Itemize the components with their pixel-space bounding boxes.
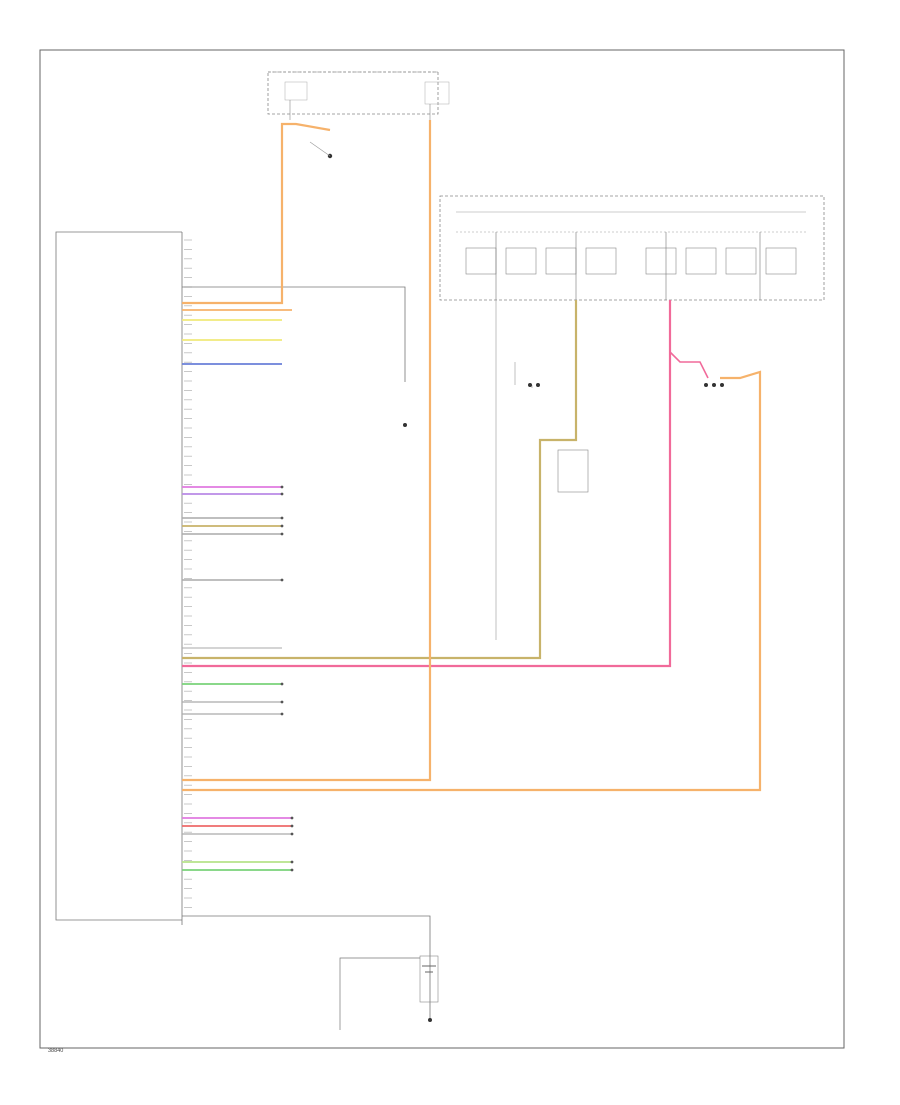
ground-distribution-right-b <box>704 383 724 387</box>
compressor-clutch-diode <box>557 449 589 493</box>
wire-battery-positive-1 <box>182 122 331 305</box>
diagram-code: 38840 <box>48 1048 63 1054</box>
wire-endpoints <box>280 485 294 872</box>
top-fuse-block <box>267 71 450 120</box>
ground-distribution-top <box>309 141 333 159</box>
wire-ground-top <box>182 286 407 427</box>
body-control-module <box>55 231 183 925</box>
right-block-drops <box>495 300 533 640</box>
right-fuse-block <box>439 195 825 301</box>
wire-olive-compressor <box>182 300 578 660</box>
wire-battery-positive-2 <box>182 120 432 782</box>
wire-pink-blower <box>182 300 672 668</box>
wire-battery-positive-3 <box>182 370 762 792</box>
bottom-module <box>339 957 420 1030</box>
ground-distribution-right-a <box>528 383 540 387</box>
wire-pink-loop <box>669 351 709 379</box>
wire-ground-bottom <box>182 915 432 1022</box>
battery <box>419 955 439 1003</box>
diagram-frame <box>39 49 845 1049</box>
